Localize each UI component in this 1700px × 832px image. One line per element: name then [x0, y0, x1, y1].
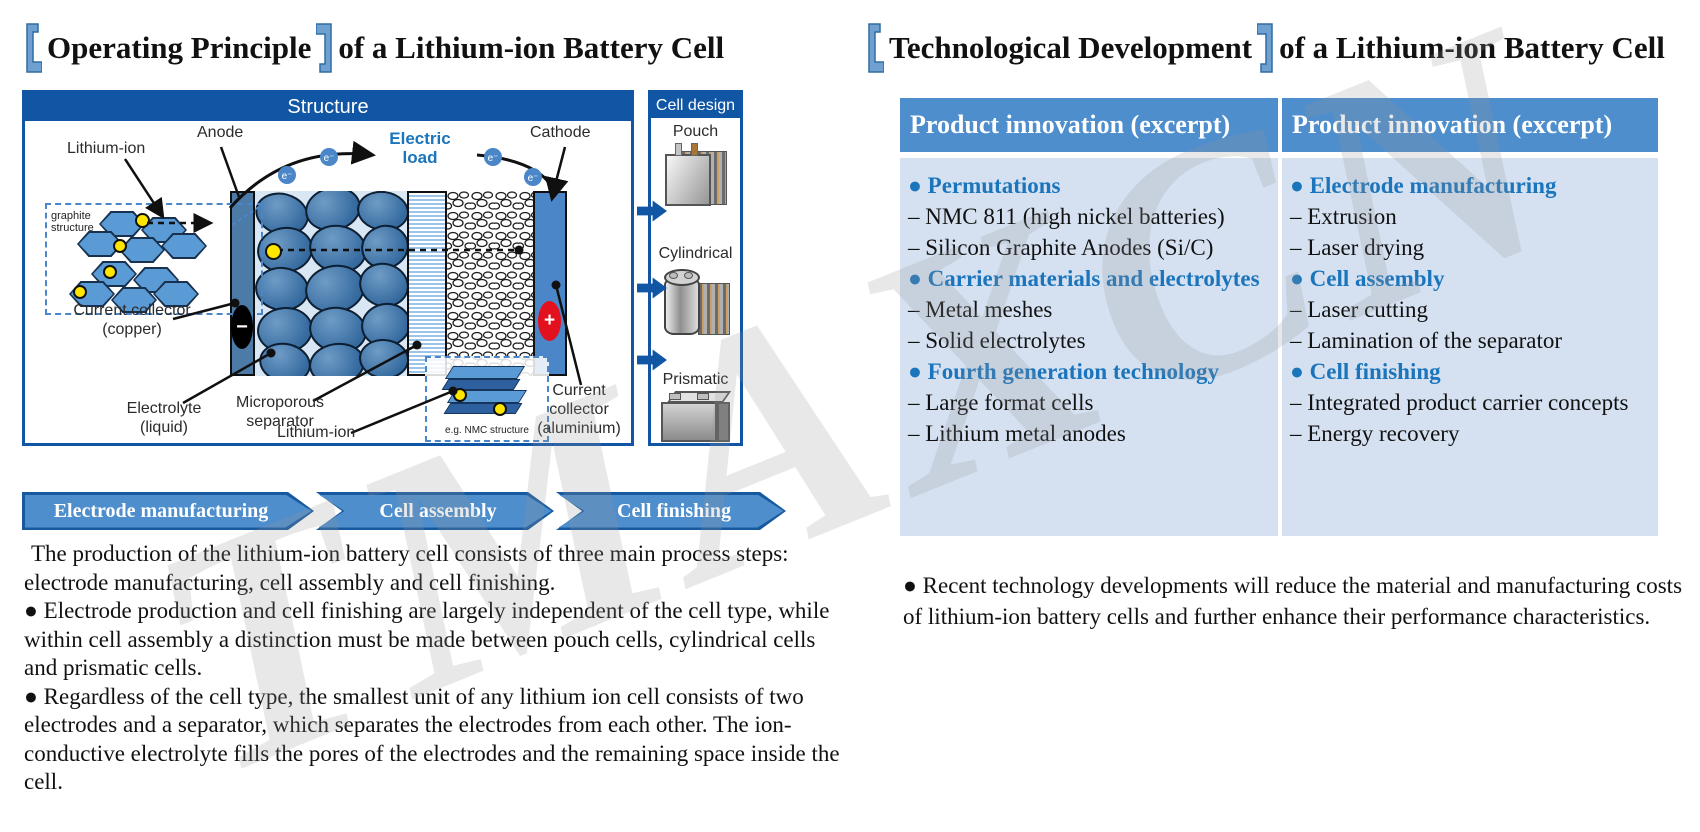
- title-bracket-right-icon: [316, 23, 333, 73]
- electron-icon: e⁻: [320, 148, 338, 166]
- list-item: ● Permutations: [908, 173, 1061, 198]
- plus-terminal-icon: +: [538, 301, 561, 341]
- process-step-label: Cell finishing: [617, 499, 731, 522]
- title-bracket-left-icon: [868, 23, 884, 73]
- nmc-structure-label: e.g. NMC structure: [445, 425, 529, 436]
- list-item: – Laser drying: [1290, 235, 1425, 260]
- list-item: ● Carrier materials and electrolytes: [908, 266, 1260, 291]
- title-bracket-right-icon: [1257, 23, 1273, 73]
- list-item: – Large format cells: [908, 390, 1094, 415]
- electrolyte-label: Electrolyte (liquid): [126, 400, 202, 436]
- cell-design-header: Cell design: [651, 93, 740, 118]
- cathode-active-material: [447, 191, 533, 376]
- graphite-structure-box: graphite structure: [45, 203, 263, 315]
- structure-panel-header: Structure: [25, 93, 631, 121]
- prismatic-label: Prismatic: [662, 371, 729, 388]
- left-title-rest: of a Lithium-ion Battery Cell: [338, 30, 725, 65]
- svg-text:e⁻: e⁻: [282, 171, 293, 182]
- cylindrical-cell-image: [662, 265, 730, 339]
- list-item: ● Cell finishing: [1290, 359, 1441, 384]
- right-title-rest: of a Lithium-ion Battery Cell: [1279, 30, 1665, 65]
- cylindrical-label: Cylindrical: [658, 245, 733, 262]
- anode-active-material: [255, 191, 407, 376]
- list-item: – Metal meshes: [908, 297, 1053, 322]
- paragraph: ● Electrode production and cell finishin…: [24, 598, 830, 680]
- left-title-highlight: Operating Principle: [47, 30, 312, 65]
- svg-text:e⁻: e⁻: [488, 153, 499, 164]
- cathode-current-collector-bar: [533, 191, 567, 376]
- list-item: – Integrated product carrier concepts: [1290, 390, 1629, 415]
- structure-panel: Structure: [22, 90, 634, 446]
- pouch-label: Pouch: [672, 123, 719, 140]
- list-item: ● Electrode manufacturing: [1290, 173, 1557, 198]
- process-step-label: Electrode manufacturing: [53, 499, 269, 522]
- list-item: ● Fourth generation technology: [908, 359, 1219, 384]
- paragraph: The production of the lithium-ion batter…: [24, 541, 789, 595]
- graphite-structure-label: graphite structure: [51, 210, 94, 234]
- process-step-label: Cell assembly: [379, 499, 497, 522]
- list-item: – NMC 811 (high nickel batteries): [908, 204, 1225, 229]
- list-item: – Solid electrolytes: [908, 328, 1086, 353]
- paragraph: ● Regardless of the cell type, the small…: [24, 683, 840, 795]
- current-collector-aluminium-label: Current collector (aluminium): [537, 382, 621, 437]
- process-step-cell-finishing: Cell finishing: [556, 492, 786, 530]
- list-item: – Lithium metal anodes: [908, 421, 1126, 446]
- right-title-highlight: Technological Development: [889, 30, 1253, 65]
- pouch-cell-image: [664, 143, 727, 209]
- lithium-ion-dot: [265, 243, 282, 260]
- electron-icon: e⁻: [278, 166, 296, 184]
- electron-icon: e⁻: [524, 168, 542, 186]
- separator-strip: [407, 191, 447, 376]
- anode-label: Anode: [197, 124, 244, 141]
- list-item: ● Cell assembly: [1290, 266, 1445, 291]
- table-header-right: Product innovation (excerpt): [1282, 98, 1658, 152]
- table-column-left: ● Permutations – NMC 811 (high nickel ba…: [900, 158, 1278, 536]
- electron-icon: e⁻: [484, 148, 502, 166]
- list-item: – Silicon Graphite Anodes (Si/C): [908, 235, 1214, 260]
- left-page-title: Operating Principle of a Lithium-ion Bat…: [20, 20, 724, 76]
- process-step-cell-assembly: Cell assembly: [316, 492, 554, 530]
- cathode-label: Cathode: [530, 124, 591, 141]
- cell-design-panel: Cell design Pouch Cylindrical Prismatic: [648, 90, 743, 446]
- title-bracket-left-icon: [26, 23, 42, 73]
- right-note-text: ● Recent technology developments will re…: [903, 573, 1683, 629]
- right-page-title: Technological Development of a Lithium-i…: [862, 20, 1665, 76]
- prismatic-cell-image: [660, 389, 731, 445]
- process-step-electrode-manufacturing: Electrode manufacturing: [22, 492, 314, 530]
- current-collector-copper-label: Current collector (copper): [73, 302, 191, 338]
- list-item: – Extrusion: [1290, 204, 1397, 229]
- svg-text:e⁻: e⁻: [528, 173, 539, 184]
- minus-terminal-icon: −: [231, 305, 253, 349]
- lithium-ion-top-label: Lithium-ion: [67, 140, 146, 157]
- left-body-text: The production of the lithium-ion batter…: [24, 540, 848, 797]
- table-column-right: ● Electrode manufacturing – Extrusion – …: [1282, 158, 1658, 536]
- electric-load-label: Electric load: [389, 129, 451, 167]
- list-item: – Energy recovery: [1290, 421, 1460, 446]
- lithium-ion-bottom-label: Lithium-ion: [277, 424, 356, 441]
- table-header-left: Product innovation (excerpt): [900, 98, 1278, 152]
- svg-text:e⁻: e⁻: [324, 153, 335, 164]
- list-item: – Lamination of the separator: [1290, 328, 1563, 353]
- list-item: – Laser cutting: [1290, 297, 1428, 322]
